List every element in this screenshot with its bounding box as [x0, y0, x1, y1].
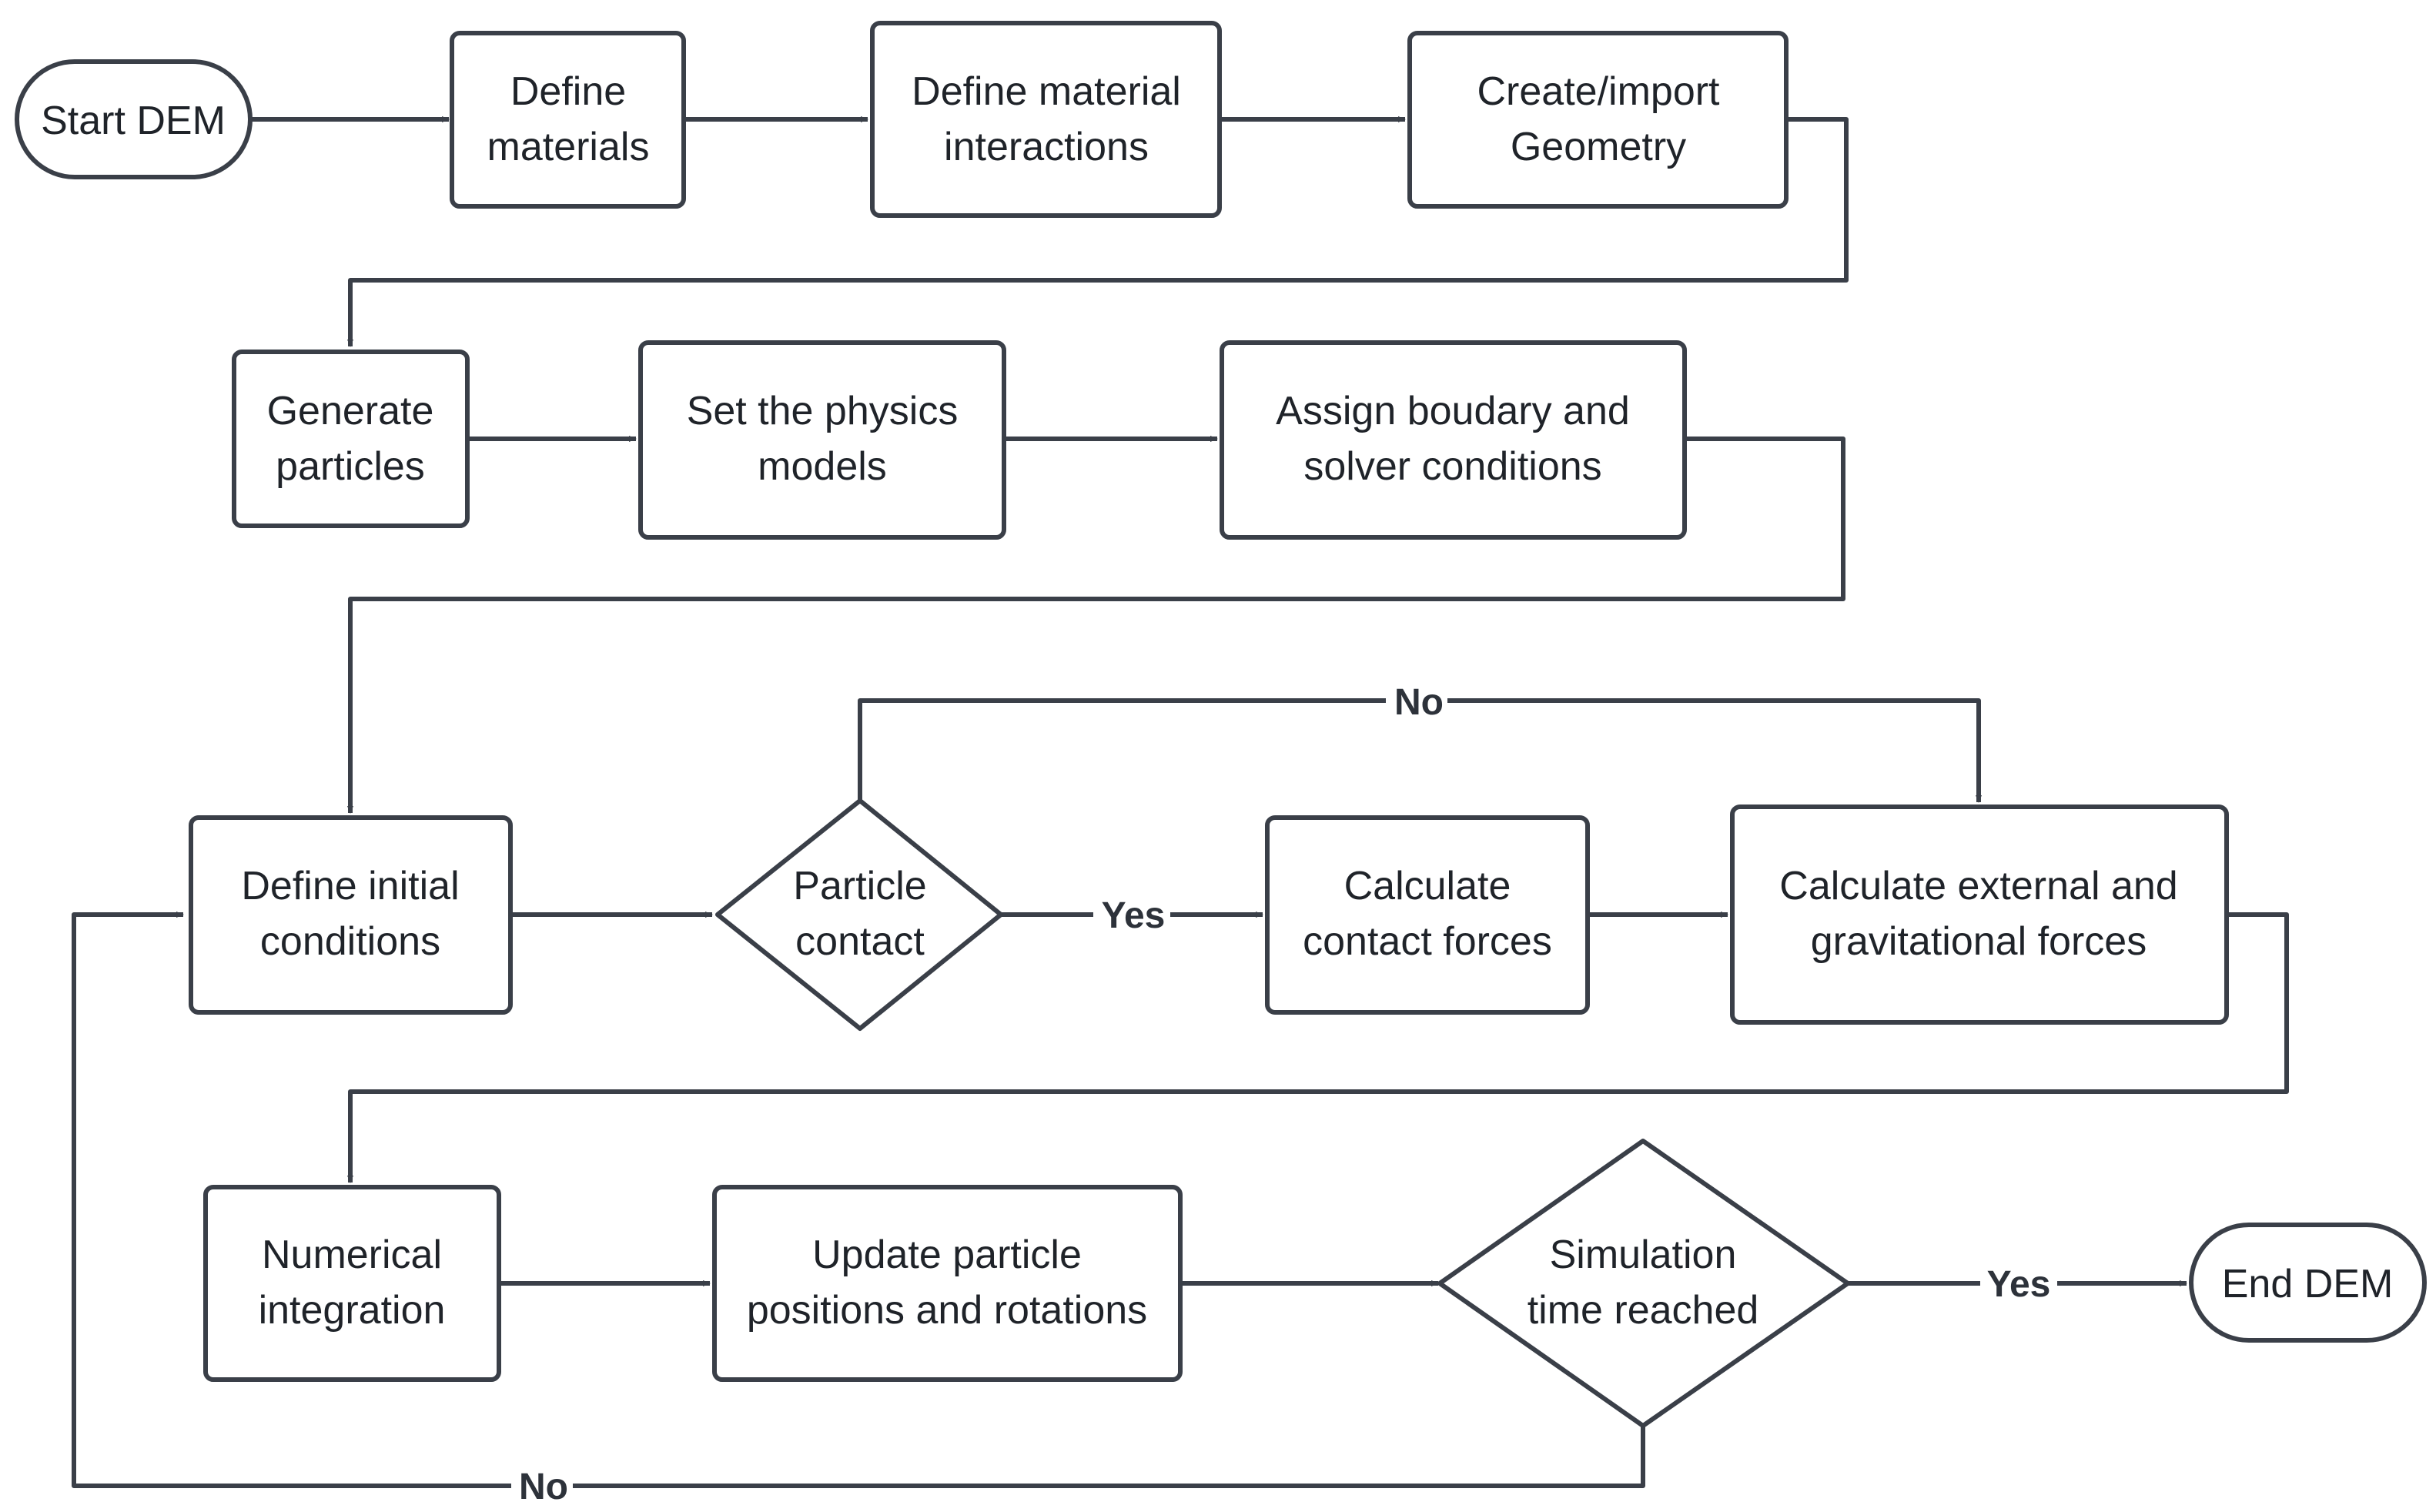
- edge-boundary-to-initial-conditions: [347, 437, 1845, 814]
- numerical-integration-line-1: Numerical: [262, 1233, 442, 1277]
- edges: [72, 116, 2289, 1488]
- edge-label-time-no-text: No: [519, 1467, 568, 1507]
- define-initial-conditions-line-2: conditions: [260, 919, 440, 964]
- set-physics-models-line-1: Set the physics: [687, 389, 959, 433]
- numerical-integration-node[interactable]: Numerical integration: [203, 1185, 501, 1382]
- calculate-external-gravitational-node[interactable]: Calculate external and gravitational for…: [1730, 805, 2229, 1025]
- particle-contact-decision[interactable]: Particle contact: [715, 798, 1003, 1031]
- edge-geometry-to-generate-particles: [347, 117, 1849, 347]
- set-physics-models-line-2: models: [758, 444, 887, 489]
- edge-label-contact-yes-text: Yes: [1102, 895, 1166, 936]
- end-dem-label: End DEM: [2222, 1262, 2394, 1306]
- define-materials-line-1: Define: [510, 69, 626, 114]
- generate-particles-line-1: Generate: [267, 389, 434, 433]
- edge-labels: No Yes Yes No: [511, 677, 2057, 1509]
- end-dem-node[interactable]: End DEM: [2189, 1223, 2427, 1343]
- edge-label-time-yes-text: Yes: [1987, 1264, 2051, 1305]
- define-initial-conditions-line-1: Define initial: [241, 864, 459, 908]
- define-material-interactions-line-1: Define material: [912, 69, 1181, 114]
- edge-external-to-numerical: [347, 912, 2289, 1183]
- update-particle-positions-line-1: Update particle: [812, 1233, 1082, 1277]
- start-dem-label: Start DEM: [41, 99, 226, 143]
- simulation-time-decision[interactable]: Simulation time reached: [1437, 1139, 1850, 1428]
- update-particle-positions-line-2: positions and rotations: [747, 1288, 1147, 1333]
- edge-label-time-no: No: [511, 1464, 573, 1509]
- set-physics-models-node[interactable]: Set the physics models: [638, 340, 1006, 540]
- assign-boundary-solver-line-1: Assign boudary and: [1276, 389, 1630, 433]
- edge-label-contact-no-text: No: [1394, 682, 1444, 723]
- edge-label-time-yes: Yes: [1980, 1263, 2057, 1307]
- edge-time-no: [72, 912, 1645, 1488]
- particle-contact-line-1: Particle: [793, 864, 926, 908]
- calculate-external-gravitational-line-2: gravitational forces: [1811, 919, 2147, 964]
- create-import-geometry-line-2: Geometry: [1511, 125, 1686, 169]
- edge-label-contact-no: No: [1386, 677, 1447, 724]
- nodes: Start DEM Define materials Define materi…: [15, 21, 2427, 1428]
- define-materials-line-2: materials: [487, 125, 650, 169]
- define-material-interactions-line-2: interactions: [944, 125, 1149, 169]
- assign-boundary-solver-line-2: solver conditions: [1303, 444, 1601, 489]
- define-initial-conditions-node[interactable]: Define initial conditions: [189, 815, 513, 1015]
- create-import-geometry-node[interactable]: Create/import Geometry: [1407, 31, 1789, 209]
- create-import-geometry-line-1: Create/import: [1477, 69, 1721, 114]
- assign-boundary-solver-node[interactable]: Assign boudary and solver conditions: [1220, 340, 1687, 540]
- generate-particles-node[interactable]: Generate particles: [232, 350, 470, 528]
- calculate-contact-forces-line-2: contact forces: [1303, 919, 1552, 964]
- particle-contact-line-2: contact: [795, 919, 925, 964]
- start-dem-node[interactable]: Start DEM: [15, 59, 253, 179]
- simulation-time-line-1: Simulation: [1550, 1233, 1737, 1277]
- numerical-integration-line-2: integration: [259, 1288, 446, 1333]
- define-material-interactions-node[interactable]: Define material interactions: [870, 21, 1222, 218]
- define-materials-node[interactable]: Define materials: [450, 31, 686, 209]
- edge-label-contact-yes: Yes: [1093, 893, 1170, 938]
- generate-particles-line-2: particles: [276, 444, 425, 489]
- calculate-contact-forces-node[interactable]: Calculate contact forces: [1265, 815, 1590, 1015]
- calculate-external-gravitational-line-1: Calculate external and: [1779, 864, 2177, 908]
- simulation-time-line-2: time reached: [1528, 1288, 1759, 1333]
- update-particle-positions-node[interactable]: Update particle positions and rotations: [712, 1185, 1183, 1382]
- calculate-contact-forces-line-1: Calculate: [1344, 864, 1511, 908]
